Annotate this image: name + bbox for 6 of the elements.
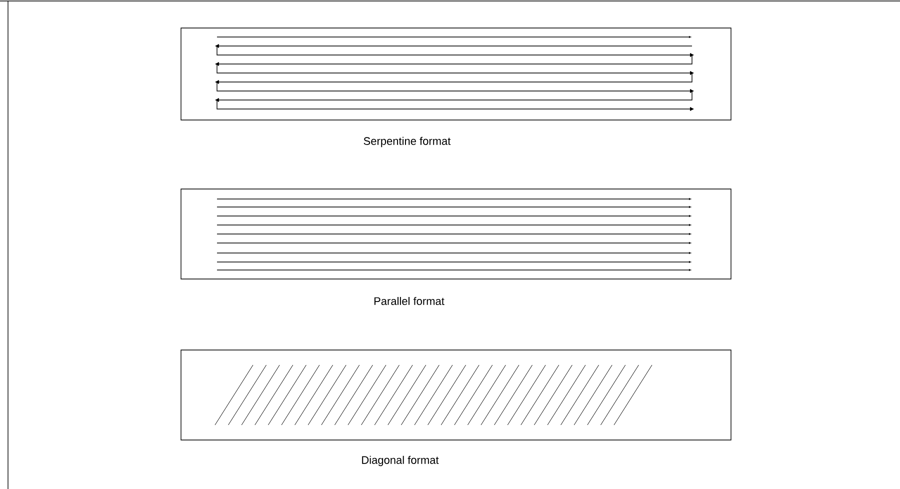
tape-panel: Serpentine format: [180, 28, 732, 148]
node-label: Serpentine format: [364, 136, 451, 148]
tape-panel: Parallel format: [180, 188, 732, 306]
tape-panel: Diagonal format: [180, 350, 732, 466]
node-label: Diagonal format: [362, 456, 439, 466]
node-label: Parallel format: [374, 296, 444, 306]
